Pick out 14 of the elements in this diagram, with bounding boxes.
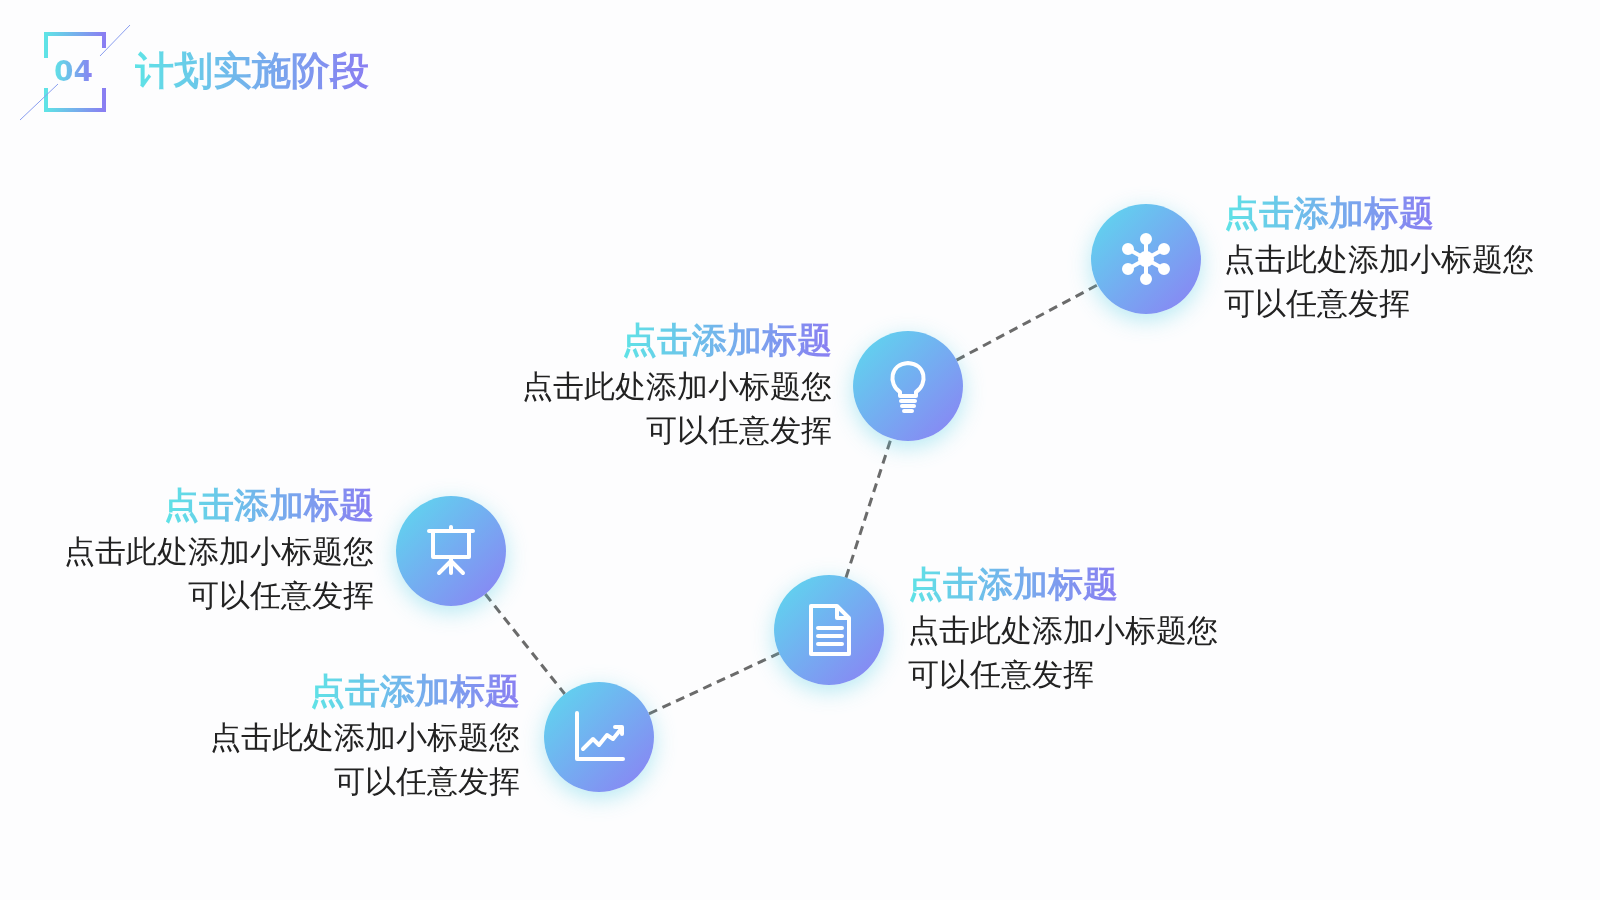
icon-circle: [853, 331, 963, 441]
connector-line: [955, 283, 1099, 362]
description-text: 点击此处添加小标题您可以任意发挥: [63, 532, 374, 615]
icon-circle: [396, 496, 506, 606]
description-text: 点击此处添加小标题您可以任意发挥: [908, 611, 1219, 694]
connector-line: [648, 651, 780, 716]
description-text: 点击此处添加小标题您可以任意发挥: [521, 367, 832, 450]
description-text: 点击此处添加小标题您可以任意发挥: [209, 718, 520, 801]
connector-line: [844, 437, 893, 579]
icon-circle: [1091, 204, 1201, 314]
icon-circle: [774, 575, 884, 685]
connector-line: [484, 593, 566, 695]
icon-circle: [544, 682, 654, 792]
description-text: 点击此处添加小标题您可以任意发挥: [1224, 240, 1535, 323]
